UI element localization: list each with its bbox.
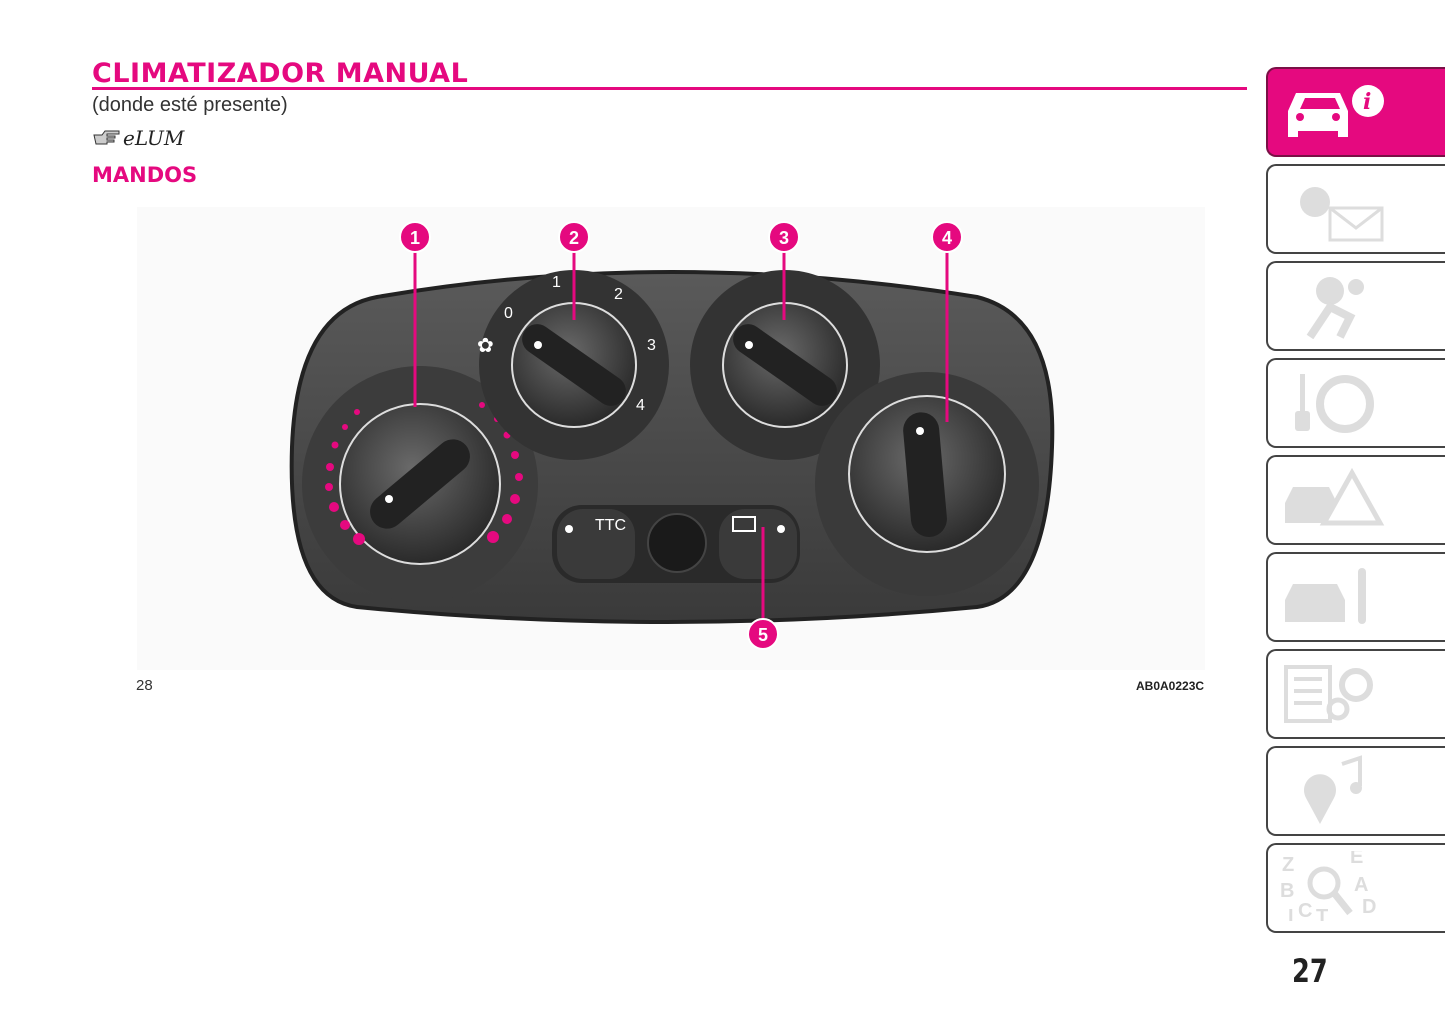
airbag-safety-icon: [1306, 277, 1364, 339]
tab-safety[interactable]: [1266, 261, 1445, 351]
air-distribution-knob[interactable]: [815, 372, 1039, 596]
temperature-knob[interactable]: [302, 366, 538, 602]
tab-maintenance[interactable]: [1266, 552, 1445, 642]
tab-starting-driving[interactable]: [1266, 358, 1445, 448]
svg-text:T: T: [1316, 906, 1328, 921]
callout-2: 2: [569, 228, 579, 248]
ttc-label: TTC: [595, 517, 626, 534]
recirculation-knob[interactable]: [690, 270, 880, 460]
rear-defrost-icon: [732, 516, 756, 532]
specs-gears-icon: [1284, 665, 1373, 723]
svg-text:Z: Z: [1282, 854, 1294, 876]
button-strip: TTC: [552, 505, 800, 583]
svg-text:C: C: [1298, 900, 1312, 921]
svg-text:i: i: [1363, 89, 1371, 115]
warning-light-message-icon: [1300, 187, 1384, 242]
svg-text:D: D: [1362, 896, 1376, 918]
elum-reference: eLUM: [93, 126, 184, 150]
elum-label: eLUM: [123, 126, 185, 150]
fan-label-0: 0: [504, 305, 513, 322]
car-maintenance-wrench-icon: [1285, 568, 1366, 624]
page-title: CLIMATIZADOR MANUAL: [92, 58, 469, 89]
fan-speed-knob[interactable]: 0 1 2 3 4 ✿: [477, 270, 669, 460]
car-emergency-triangle-icon: [1285, 467, 1385, 526]
callout-1: 1: [410, 228, 420, 248]
pointing-hand-icon: [93, 130, 120, 145]
callout-5: 5: [758, 625, 768, 645]
page-number: 27: [1292, 952, 1328, 990]
figure-code: AB0A0223C: [1136, 679, 1205, 693]
tab-technical-data[interactable]: [1266, 649, 1445, 739]
svg-text:B: B: [1280, 880, 1294, 902]
svg-text:E: E: [1350, 851, 1363, 868]
svg-text:A: A: [1354, 874, 1368, 896]
key-steering-wheel-icon: [1295, 374, 1374, 433]
rear-defrost-button[interactable]: [719, 509, 797, 579]
tab-car-info[interactable]: i: [1266, 67, 1445, 157]
callout-4: 4: [942, 228, 952, 248]
fan-icon: ✿: [477, 335, 494, 357]
tab-emergency[interactable]: [1266, 455, 1445, 545]
temperature-sensor-grille: [647, 513, 707, 573]
fan-label-1: 1: [552, 274, 561, 291]
fan-label-4: 4: [636, 397, 645, 414]
title-rule: [92, 87, 1247, 90]
svg-text:I: I: [1288, 906, 1294, 921]
callout-3: 3: [779, 228, 789, 248]
ttc-button[interactable]: TTC: [557, 509, 635, 579]
fan-label-3: 3: [647, 337, 656, 354]
tab-warning-lights[interactable]: [1266, 164, 1445, 254]
tab-multimedia[interactable]: [1266, 746, 1445, 836]
figure-number: 28: [136, 677, 153, 694]
car-info-icon: i: [1288, 85, 1384, 137]
subtitle: (donde esté presente): [92, 94, 288, 116]
fan-label-2: 2: [614, 286, 623, 303]
climate-control-figure: 0 1 2 3 4 ✿ TTC: [137, 207, 1205, 670]
section-heading: MANDOS: [92, 163, 198, 187]
multimedia-icon: [1304, 755, 1362, 824]
